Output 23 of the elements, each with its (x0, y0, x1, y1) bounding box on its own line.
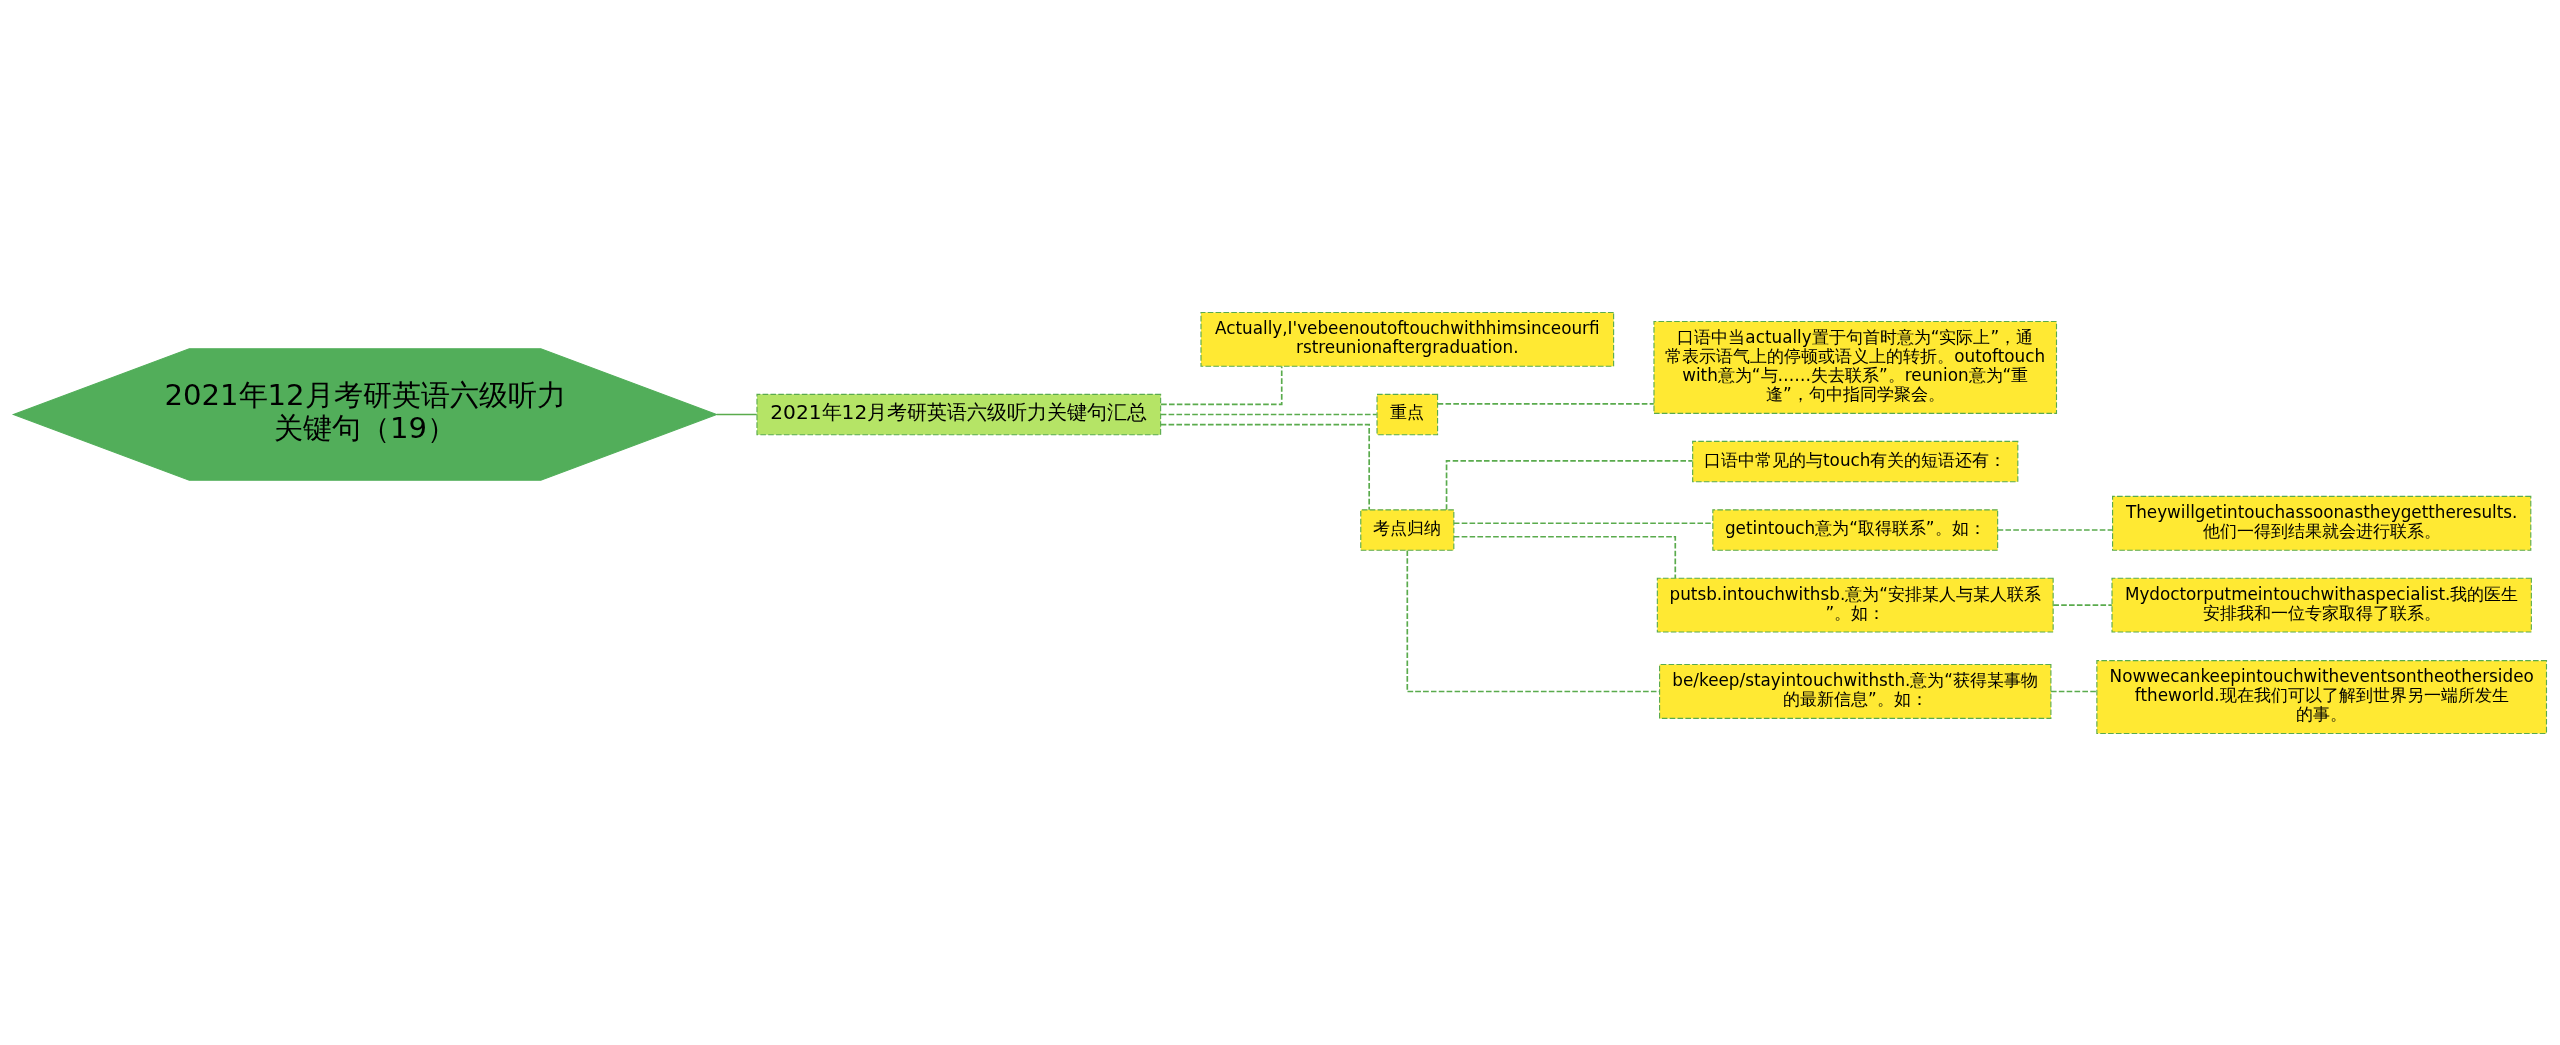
connector (1159, 413, 1378, 415)
node-box: getintouch意为“取得联系”。如： (1712, 508, 1999, 551)
node-box: 口语中常见的与touch有关的短语还有： (1692, 440, 2019, 482)
node-box: putsb.intouchwithsb.意为“安排某人与某人联系”。如： (1656, 577, 2054, 633)
connector (1159, 423, 1370, 511)
node-box: 重点 (1376, 393, 1439, 435)
connector (1453, 535, 1677, 579)
connector (1996, 528, 2114, 531)
connector (1436, 402, 1655, 405)
node-box: Mydoctorputmeintouchwithaspecialist.我的医生安排我和一位专家取得了联系。 (2111, 577, 2532, 633)
node-box: Theywillgetintouchassoonastheygettheresults.他们一得到结果就会进行联系。 (2112, 495, 2532, 551)
connector (716, 413, 758, 415)
node-box: Actually,I'vebeenoutoftouchwithhimsinceourfirstreunionaftergraduation. (1200, 311, 1615, 367)
connector (2052, 603, 2113, 606)
connector (1445, 459, 1694, 510)
connector (1453, 521, 1714, 524)
connector (2050, 690, 2098, 692)
node-box: be/keep/stayintouchwithsth.意为“获得某事物的最新信息”。如： (1659, 663, 2052, 719)
node-box: 考点归纳 (1360, 508, 1455, 551)
node-box: 2021年12月考研英语六级听力关键句汇总 (756, 393, 1162, 435)
node-box: Nowwecankeepintouchwitheventsontheothersideoftheworld.现在我们可以了解到世界另一端所发生的事。 (2096, 659, 2548, 734)
node-box: 口语中当actually置于句首时意为“实际上”，通常表示语气上的停顿或语义上的转折。outoftouchwith意为“与……失去联系”。reunion意为“重逢”，句中指同学聚会。 (1653, 320, 2058, 414)
connector (1160, 365, 1283, 405)
